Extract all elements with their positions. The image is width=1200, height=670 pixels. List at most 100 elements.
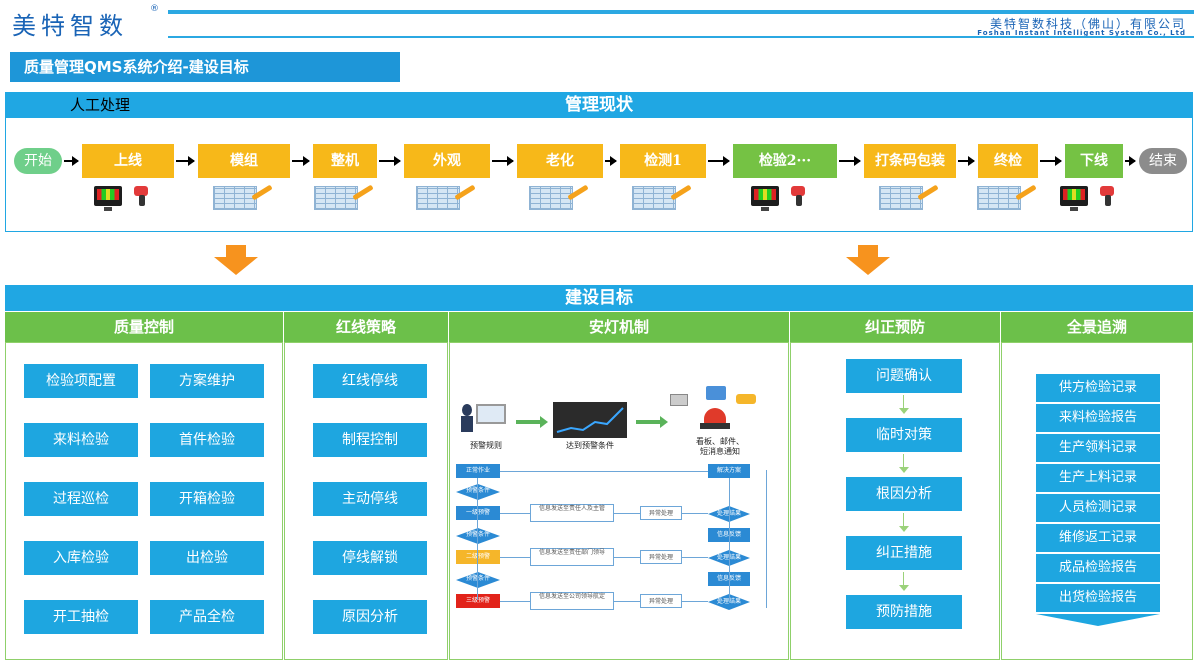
flow-arrowhead-icon	[660, 416, 668, 428]
connector-line	[500, 513, 530, 514]
connector-arrowhead-icon	[899, 467, 909, 473]
andon-flow-node: 二级预警	[456, 550, 500, 564]
trace-record: 来料检验报告	[1036, 404, 1160, 432]
connector-line	[903, 572, 904, 590]
flow-step: 整机	[313, 144, 377, 178]
andon-flow-node: 三级预警	[456, 594, 500, 608]
quality-item: 出检验	[150, 541, 264, 575]
corrective-step: 临时对策	[846, 418, 962, 452]
column-traceability: 全景追溯	[1001, 312, 1193, 342]
down-arrow-icon	[214, 245, 258, 277]
spreadsheet-icon	[977, 184, 1039, 212]
connector-line	[614, 513, 640, 514]
flow-arrow-icon	[1040, 156, 1062, 166]
flow-arrow-icon	[379, 156, 401, 166]
connector-arrowhead-icon	[899, 585, 909, 591]
andon-label-condition: 达到预警条件	[566, 441, 614, 450]
andon-handle-box: 异常处理	[640, 594, 682, 608]
connector-line	[682, 557, 708, 558]
connector-arrowhead-icon	[899, 526, 909, 532]
barcode-scanner-icon	[1100, 186, 1114, 206]
flow-arrow-icon	[708, 156, 730, 166]
trace-record: 人员检测记录	[1036, 494, 1160, 522]
trace-record: 出货检验报告	[1036, 584, 1160, 612]
connector-line	[477, 478, 478, 600]
flow-arrow-icon	[605, 156, 617, 166]
flow-step: 外观	[404, 144, 490, 178]
flow-arrow-icon	[516, 420, 542, 424]
connector-line	[500, 471, 708, 472]
person-body-icon	[461, 416, 473, 432]
connector-line	[729, 478, 730, 600]
andon-notify-box: 信息发送至责任人及主管	[530, 504, 614, 522]
spreadsheet-icon	[314, 184, 376, 212]
trace-banner-tail-icon	[1036, 614, 1160, 626]
andon-result-node: 解决方案	[708, 464, 750, 478]
connector-line	[903, 395, 904, 413]
redline-item: 主动停线	[313, 482, 427, 516]
flow-arrow-icon	[958, 156, 975, 166]
andon-flow-node: 正常作业	[456, 464, 500, 478]
andon-handle-box: 异常处理	[640, 506, 682, 520]
connector-arrowhead-icon	[899, 408, 909, 414]
column-andon: 安灯机制	[449, 312, 789, 342]
spreadsheet-icon	[416, 184, 478, 212]
flow-step: 模组	[198, 144, 290, 178]
corrective-step: 根因分析	[846, 477, 962, 511]
quality-item: 来料检验	[24, 423, 138, 457]
flow-arrow-icon	[636, 420, 662, 424]
trend-chart-icon	[553, 402, 627, 438]
monitor-icon	[94, 186, 122, 211]
column-redline-strategy: 红线策略	[284, 312, 448, 342]
column-quality-control: 质量控制	[5, 312, 283, 342]
current-state-title: 管理现状	[565, 95, 633, 115]
redline-item: 停线解锁	[313, 541, 427, 575]
connector-line	[500, 557, 530, 558]
redline-item: 原因分析	[313, 600, 427, 634]
printer-icon	[670, 394, 688, 406]
quality-item: 开箱检验	[150, 482, 264, 516]
quality-item: 入库检验	[24, 541, 138, 575]
connector-line	[614, 557, 640, 558]
flow-arrow-icon	[492, 156, 514, 166]
build-goals-title: 建设目标	[5, 285, 1193, 311]
flow-step: 检验2···	[733, 144, 837, 178]
flow-arrow-icon	[839, 156, 861, 166]
alarm-base-icon	[700, 423, 730, 429]
spreadsheet-icon	[632, 184, 694, 212]
andon-flow-node: 一级预警	[456, 506, 500, 520]
quality-item: 方案维护	[150, 364, 264, 398]
connector-line	[766, 470, 767, 608]
flow-step: 检测1	[620, 144, 706, 178]
current-state-frame	[5, 118, 1193, 232]
traceability-panel	[1001, 342, 1193, 660]
quality-item: 检验项配置	[24, 364, 138, 398]
flow-step: 下线	[1065, 144, 1123, 178]
registered-mark: ®	[150, 4, 159, 14]
person-icon	[462, 404, 472, 416]
flow-arrow-icon	[64, 156, 79, 166]
column-corrective: 纠正预防	[790, 312, 1000, 342]
header-underline	[168, 36, 1194, 38]
monitor-icon	[1060, 186, 1088, 211]
quality-item: 开工抽检	[24, 600, 138, 634]
flow-arrow-icon	[176, 156, 195, 166]
trace-record: 供方检验记录	[1036, 374, 1160, 402]
email-icon	[706, 386, 726, 400]
connector-line	[500, 601, 530, 602]
company-logo: 美特智数	[12, 12, 128, 40]
message-icon	[736, 394, 756, 404]
corrective-step: 问题确认	[846, 359, 962, 393]
connector-line	[903, 454, 904, 472]
spreadsheet-icon	[879, 184, 941, 212]
corrective-step: 预防措施	[846, 595, 962, 629]
andon-label-notify: 看板、邮件、 短消息通知	[696, 437, 744, 456]
barcode-scanner-icon	[134, 186, 148, 206]
flow-end: 结束	[1139, 148, 1187, 174]
spreadsheet-icon	[529, 184, 591, 212]
andon-handle-box: 异常处理	[640, 550, 682, 564]
flow-step: 老化	[517, 144, 603, 178]
trace-record: 生产领料记录	[1036, 434, 1160, 462]
redline-panel	[284, 342, 448, 660]
andon-notify-box: 信息发送至责任部门领导	[530, 548, 614, 566]
